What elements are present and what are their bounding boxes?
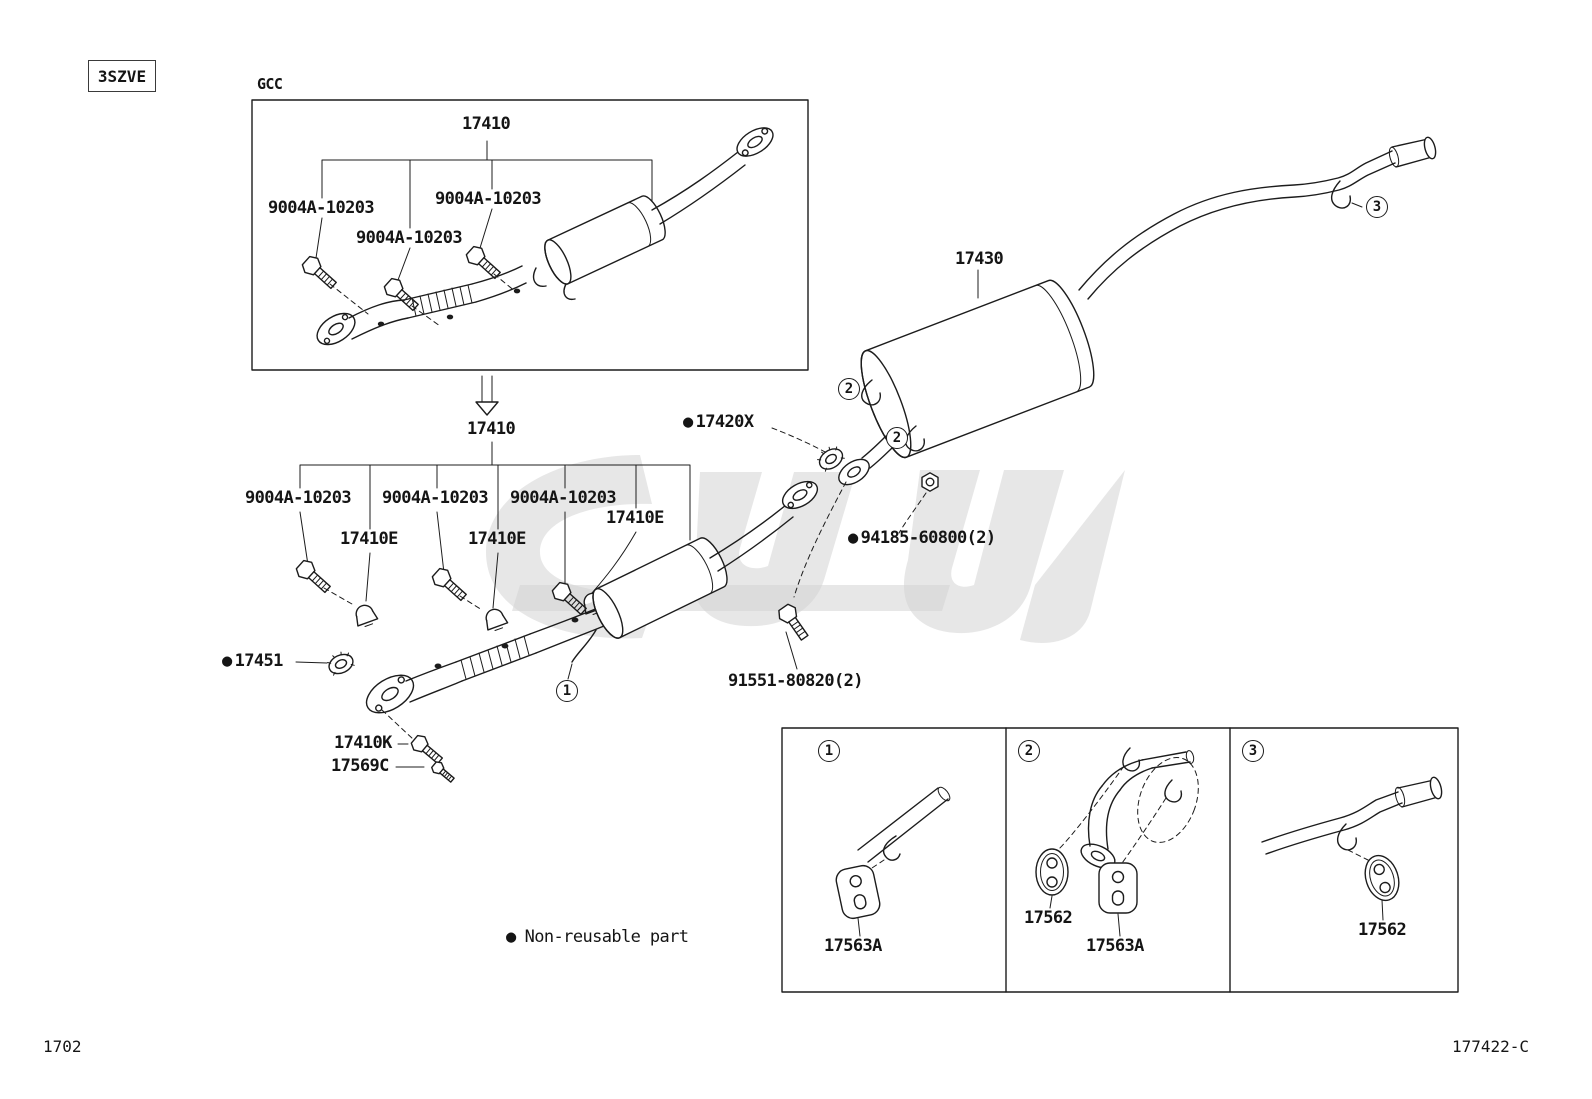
detail-panel-2: [1035, 748, 1209, 936]
front-pipe-main-drawing: [292, 442, 822, 786]
panel1-callout-1: 1: [818, 740, 840, 762]
part-label-front-pipe: 17410: [467, 419, 516, 439]
callout-3: 3: [1366, 196, 1388, 218]
part-label-support-3: 17410E: [606, 508, 664, 528]
page-number: 1702: [43, 1037, 82, 1056]
front-pipe-upper-drawing: [312, 122, 778, 351]
tailpipe-drawing: [1079, 136, 1438, 299]
muffler-drawing: [772, 270, 1103, 669]
part-label-panel3-insulator: 17562: [1358, 920, 1407, 940]
figure-number: 177422-C: [1452, 1037, 1530, 1056]
panel3-callout-3: 3: [1242, 740, 1264, 762]
upper-assembly-box: [252, 100, 808, 370]
panel2-callout-2: 2: [1018, 740, 1040, 762]
callout-2-b: 2: [886, 427, 908, 449]
part-label-panel1-insulator: 17563A: [824, 936, 882, 956]
part-label-support-1: 17410E: [340, 529, 398, 549]
part-label-bolt-5: 9004A-10203: [382, 488, 489, 508]
variant-code-box: 3SZVE: [88, 60, 156, 92]
part-label-bolt-4: 9004A-10203: [245, 488, 352, 508]
part-label-bolt-3: 9004A-10203: [435, 189, 542, 209]
non-reusable-dot: ●: [683, 412, 693, 432]
part-label-bolt-6: 9004A-10203: [510, 488, 617, 508]
non-reusable-dot: ●: [222, 651, 232, 671]
part-label-panel2-insulator-a: 17562: [1024, 908, 1073, 928]
part-label-gasket-rear: ●17420X: [683, 412, 754, 432]
part-label-support-2: 17410E: [468, 529, 526, 549]
detail-panel-1: [833, 785, 952, 936]
variant-code: 3SZVE: [97, 66, 147, 86]
part-label-bolt-2: 9004A-10203: [356, 228, 463, 248]
legend-non-reusable: ●Non-reusable part: [506, 927, 689, 947]
non-reusable-dot: ●: [506, 927, 516, 947]
part-label-front-pipe-upper: 17410: [462, 114, 511, 134]
callout-1: 1: [556, 680, 578, 702]
part-label-panel2-insulator-b: 17563A: [1086, 936, 1144, 956]
part-label-screw: 17569C: [331, 756, 389, 776]
down-arrow: [476, 376, 498, 415]
part-label-nut-set: ●94185-60800(2): [848, 528, 996, 548]
part-label-bolt-1: 9004A-10203: [268, 198, 375, 218]
region-code: GCC: [257, 75, 283, 93]
callout-2-a: 2: [838, 378, 860, 400]
part-label-muffler: 17430: [955, 249, 1004, 269]
part-label-gasket-bolt: 17410K: [334, 733, 392, 753]
detail-panels-box: [782, 728, 1458, 992]
part-label-bolt-set: 91551-80820(2): [728, 671, 863, 691]
part-label-gasket-front: ●17451: [222, 651, 283, 671]
non-reusable-dot: ●: [848, 528, 858, 548]
detail-panel-3: [1262, 776, 1444, 920]
